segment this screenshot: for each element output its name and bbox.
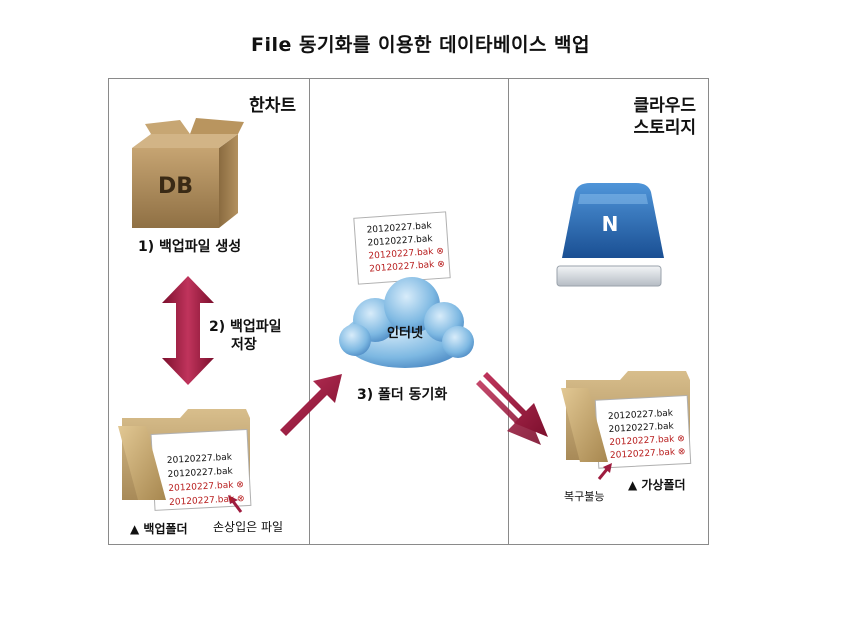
backup-folder-caption: ▲ 백업폴더 [130, 522, 188, 536]
unrecoverable-pointer-icon [597, 463, 612, 480]
corrupt-mark-icon: ⊗ [676, 434, 686, 445]
drive-label: N [601, 212, 619, 236]
diagram-title: File 동기화를 이용한 데이타베이스 백업 [250, 34, 591, 56]
step2-label-line2: 저장 [231, 337, 257, 353]
db-label: DB [157, 174, 194, 199]
corrupt-pointer-icon [228, 495, 243, 513]
corrupt-mark-icon: ⊗ [436, 259, 446, 270]
column-divider-right [508, 78, 509, 545]
corrupt-file-caption: 손상입은 파일 [213, 520, 284, 534]
corrupt-mark-icon: ⊗ [236, 494, 245, 505]
network-drive-icon [556, 183, 664, 287]
backup-folder-icon [118, 409, 252, 511]
unrecoverable-caption: 복구불능 [564, 490, 605, 503]
column-divider-left [309, 78, 310, 545]
diagram-frame [108, 78, 709, 545]
cloud-label: 인터넷 [387, 326, 423, 341]
step2-label-line1: 2) 백업파일 [209, 319, 282, 335]
upload-arrow-icon [280, 374, 342, 436]
cloud-file-list: 20120227.bak 20120227.bak 20120227.bak ⊗… [366, 219, 445, 276]
column-header-hanchart: 한차트 [249, 96, 296, 116]
step3-label: 3) 폴더 동기화 [357, 387, 448, 403]
save-arrow-icon [162, 276, 214, 385]
corrupt-mark-icon: ⊗ [435, 246, 445, 257]
backup-file-list: 20120227.bak 20120227.bak 20120227.bak ⊗… [167, 450, 245, 510]
virtual-folder-icon [561, 371, 692, 469]
internet-cloud-icon [339, 277, 474, 368]
column-header-cloud-line2: 스토리지 [633, 118, 696, 138]
sync-arrow-icon [476, 372, 548, 445]
db-box-icon [132, 118, 244, 228]
virtual-file-list: 20120227.bak 20120227.bak 20120227.bak ⊗… [608, 407, 686, 463]
corrupt-mark-icon: ⊗ [677, 447, 686, 458]
corrupt-mark-icon: ⊗ [236, 480, 245, 491]
virtual-folder-caption: ▲ 가상폴더 [628, 478, 686, 492]
column-header-cloud-line1: 클라우드 [633, 96, 696, 116]
step1-label: 1) 백업파일 생성 [138, 239, 242, 255]
